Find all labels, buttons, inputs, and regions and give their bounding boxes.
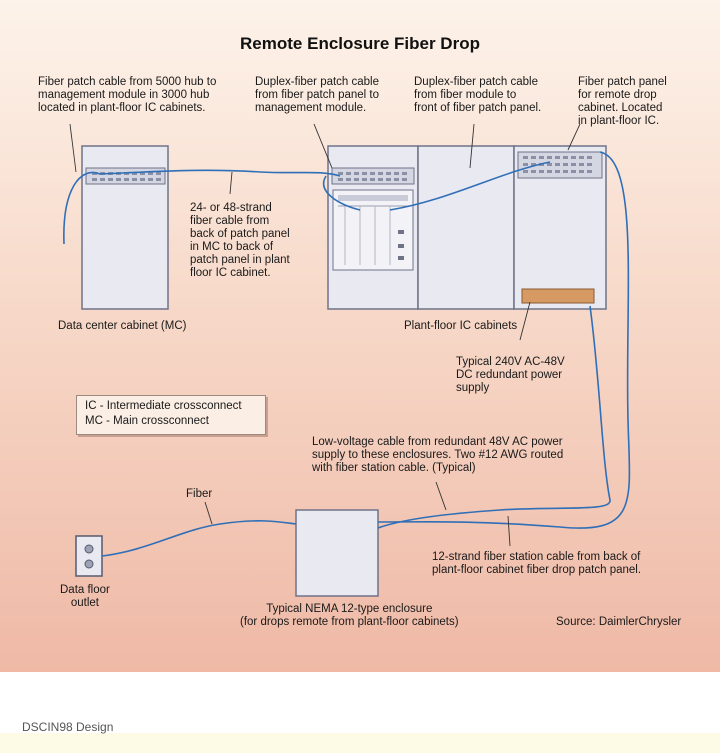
ic-right-loop-cable <box>377 151 631 529</box>
label-plant-floor: Plant-floor IC cabinets <box>404 320 518 332</box>
fiber-station-cable <box>377 305 611 529</box>
mc-to-ic-fiber-cable <box>63 169 341 245</box>
footer-label: DSCIN98 Design <box>22 720 114 734</box>
footer-strip <box>0 733 720 753</box>
legend-box: IC - Intermediate crossconnect MC - Main… <box>76 395 266 435</box>
leader-low-voltage <box>435 481 447 511</box>
legend-ic: IC - Intermediate crossconnect <box>85 400 242 412</box>
note-low-voltage: Low-voltage cable from redundant 48V AC … <box>312 436 564 474</box>
label-fiber: Fiber <box>186 488 213 500</box>
note-fiber-panel-remote: Fiber patch panel for remote drop cabine… <box>578 76 667 127</box>
label-data-center: Data center cabinet (MC) <box>58 320 187 332</box>
leader-strand-cable <box>229 171 233 195</box>
leader-fiber <box>204 501 213 525</box>
label-data-outlet: Data floor outlet <box>60 584 110 609</box>
mc-patch-panel <box>85 167 166 185</box>
note-strand-cable: 24- or 48-strand fiber cable from back o… <box>190 202 290 279</box>
note-station-cable: 12-strand fiber station cable from back … <box>432 551 642 576</box>
label-nema-enclosure: Typical NEMA 12-type enclosure (for drop… <box>240 603 459 628</box>
leader-power-supply <box>519 301 531 341</box>
leader-station-cable <box>507 515 511 547</box>
leader-remote-panel <box>567 123 581 151</box>
leader-duplex-mgmt <box>313 123 333 169</box>
remote-drop-patch-panel <box>517 151 603 179</box>
note-fiber-patch-5000: Fiber patch cable from 5000 hub to manag… <box>38 76 217 114</box>
leader-duplex-front <box>469 123 475 169</box>
nema-enclosure <box>295 509 379 597</box>
power-supply-box <box>521 288 595 304</box>
legend-mc: MC - Main crossconnect <box>85 415 209 427</box>
data-floor-outlet <box>75 535 103 577</box>
note-duplex-to-front: Duplex-fiber patch cable from fiber modu… <box>414 76 542 114</box>
leader-fiber-patch <box>69 123 77 173</box>
ic-cabinet-2 <box>417 145 515 310</box>
ic-patch-panel <box>331 167 415 185</box>
ic-interconnect-cable <box>389 161 551 211</box>
outlet-fiber-cable <box>101 520 297 557</box>
management-module-hub <box>332 189 414 271</box>
diagram-drawing <box>63 123 631 597</box>
note-duplex-to-mgmt: Duplex-fiber patch cable from fiber patc… <box>255 76 380 114</box>
mgmt-patch-cable <box>323 175 361 211</box>
diagram-title: Remote Enclosure Fiber Drop <box>240 34 480 53</box>
note-power-supply: Typical 240V AC-48V DC redundant power s… <box>456 356 565 394</box>
label-source: Source: DaimlerChrysler <box>556 616 682 628</box>
